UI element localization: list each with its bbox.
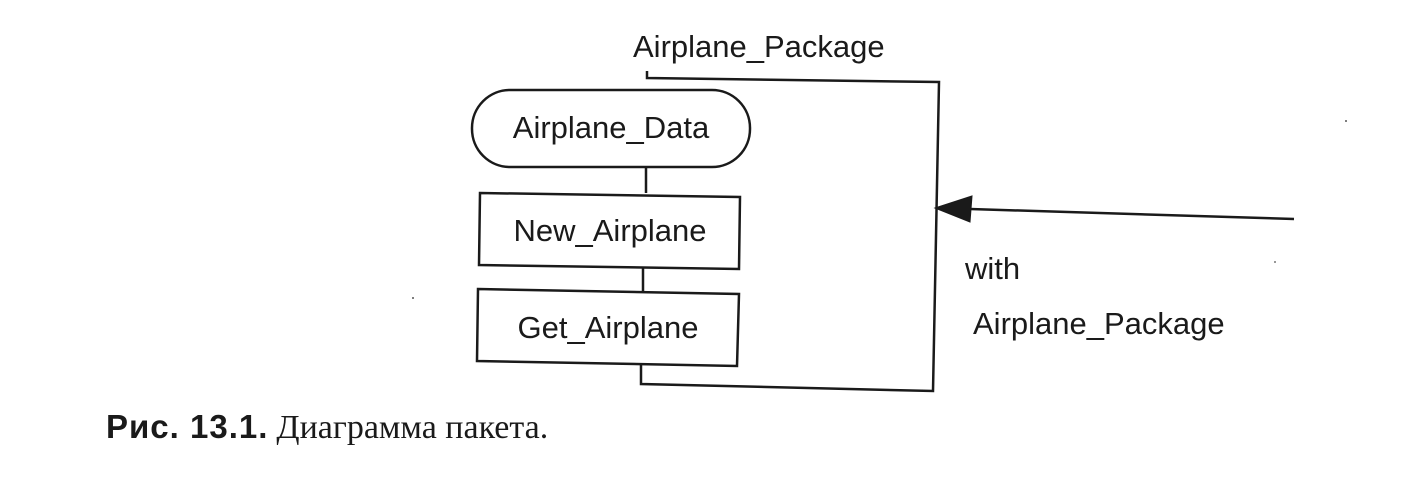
scan-speck [1274, 261, 1276, 263]
element-get-airplane [475, 287, 741, 368]
element-new-airplane [477, 191, 742, 271]
element-airplane-data-label: Airplane_Data [513, 110, 710, 145]
element-airplane-data [470, 88, 752, 169]
dependency-arrow-line [969, 207, 1295, 221]
scan-speck [1345, 120, 1347, 122]
scan-speck [412, 297, 414, 299]
dependency-label-package: Airplane_Package [973, 306, 1225, 341]
dependency-label-with: with [964, 251, 1020, 286]
figure-caption: Рис. 13.1.Диаграмма пакета. [106, 408, 548, 447]
caption-text: Диаграмма пакета. [276, 409, 549, 446]
package-outline [639, 71, 941, 393]
package-title: Airplane_Package [633, 29, 885, 64]
element-new-airplane-label: New_Airplane [514, 213, 707, 248]
caption-number: Рис. 13.1. [106, 408, 269, 445]
package-diagram: Airplane_Package Airplane_Data New_Airpl… [412, 29, 1347, 393]
element-get-airplane-label: Get_Airplane [518, 310, 699, 345]
dependency-arrowhead [933, 195, 973, 223]
